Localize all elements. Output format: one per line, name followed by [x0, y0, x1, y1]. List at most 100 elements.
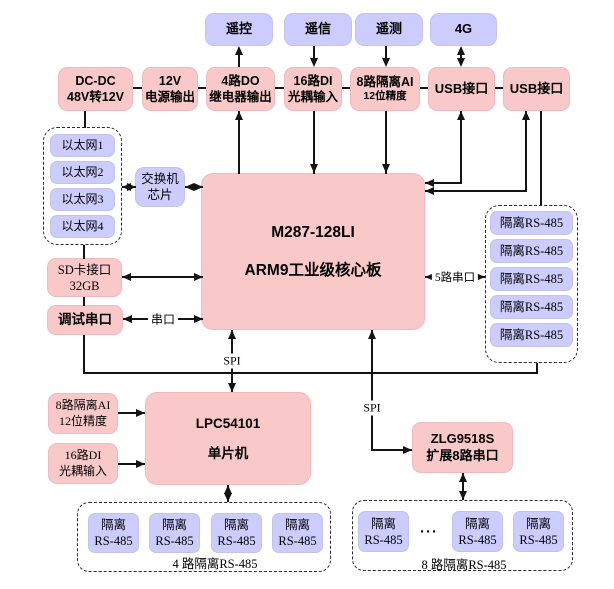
block-label: 4G: [454, 21, 473, 37]
block-label: USB接口: [434, 80, 489, 96]
block-label: 光耦输入: [58, 463, 107, 478]
connector-usb1-board-v: [460, 111, 462, 183]
arrow-up: [227, 330, 236, 339]
block-usb-port-1: USB接口: [428, 67, 495, 111]
block-label: 隔离RS-485: [499, 328, 564, 342]
block-label: 隔离RS-485: [499, 300, 564, 314]
block-label: 隔离RS-485: [499, 244, 564, 258]
connector-4g-usb: [460, 48, 462, 63]
block-label: 12位精度: [363, 90, 407, 103]
block-switch-chip: 交换机芯片: [135, 167, 185, 207]
block-label: RS-485: [155, 534, 194, 548]
block-label: 隔离: [100, 518, 126, 532]
block-label: 隔离: [525, 516, 551, 531]
block-label: 16路DI: [293, 74, 333, 88]
block-label: 以太网2: [61, 164, 104, 179]
block-label: 芯片: [147, 188, 173, 202]
connector-ai-mcu: [118, 412, 145, 414]
block-label: 隔离: [284, 518, 310, 532]
rs485-group-8-caption: 8 路隔离RS-485: [421, 558, 507, 572]
block-label: 隔离: [370, 516, 396, 531]
connector-usb1-board-h: [425, 182, 462, 184]
block-rs485-b2: 隔离 RS-485: [149, 513, 200, 553]
arrow-left: [425, 272, 434, 281]
block-usb-port-2: USB接口: [503, 67, 570, 111]
block-label: 隔离: [161, 518, 187, 532]
connector-bottom-rail: [83, 372, 538, 374]
block-rs485-r4: 隔离RS-485: [490, 295, 573, 319]
arrow-right: [136, 459, 145, 468]
block-label: 8路隔离AI: [356, 75, 414, 90]
arrow-down: [381, 164, 390, 173]
block-mcu: LPC54101 单片机: [145, 392, 311, 485]
arrow-right: [403, 445, 412, 454]
block-label: USB接口: [509, 80, 564, 96]
expander-model: ZLG9518S: [430, 430, 495, 446]
connector-di-board: [313, 111, 315, 174]
block-label: RS-485: [458, 532, 497, 547]
connector-dash: [198, 87, 206, 89]
arrow-down: [227, 383, 236, 392]
block-label: RS-485: [519, 532, 558, 547]
connector-debug-rail: [83, 335, 85, 374]
arrow-down: [309, 58, 318, 67]
arrow-right: [136, 408, 145, 417]
connector-dash: [275, 87, 284, 89]
block-label: 16路DI: [64, 448, 102, 463]
block-label: 12V: [158, 74, 182, 88]
connector-rail-rs485group: [536, 363, 538, 374]
arrow-right: [194, 272, 203, 281]
block-remote-signal: 遥信: [284, 13, 352, 46]
arrow-up: [234, 111, 243, 120]
block-label: 隔离: [223, 518, 249, 532]
arrow-up: [367, 330, 376, 339]
block-label: 电源输出: [144, 90, 195, 104]
rs485-right-group: [485, 205, 578, 363]
rs485-group-8: [352, 500, 573, 571]
connector-dcdc-ethernet: [84, 111, 86, 128]
block-ethernet-3: 以太网3: [50, 188, 115, 211]
connector-ai-board: [385, 111, 387, 174]
arrow-down: [223, 493, 232, 502]
block-rs485-r2: 隔离RS-485: [490, 239, 573, 263]
connector-sd-board: [122, 276, 203, 278]
connector-dash: [420, 87, 428, 89]
connector-di-mcu: [118, 463, 145, 465]
arrow-left: [425, 178, 434, 187]
label-serial: 串口: [147, 310, 179, 328]
block-4g: 4G: [430, 13, 497, 46]
block-debug-serial: 调试串口: [47, 305, 123, 335]
arrow-left: [185, 182, 194, 191]
arrow-right: [194, 182, 203, 191]
block-label: 遥信: [304, 21, 331, 37]
block-label: 32GB: [69, 278, 100, 293]
block-label: 以太网4: [61, 218, 104, 233]
arrow-left: [122, 182, 131, 191]
block-ethernet-4: 以太网4: [50, 215, 115, 238]
mcu-model: LPC54101: [195, 415, 261, 431]
block-label: 48V转12V: [67, 90, 124, 104]
block-main-board: M287-128LI ARM9工业级核心板: [201, 173, 425, 330]
block-label: 以太网1: [61, 137, 104, 152]
arrow-down: [381, 58, 390, 67]
arrow-up: [521, 111, 530, 120]
connector-usb2-board-v: [525, 111, 527, 191]
rs485-group-4-caption: 4 路隔离RS-485: [172, 557, 258, 571]
connector-dash: [133, 87, 142, 89]
arrow-down: [309, 164, 318, 173]
expander-desc: 扩展8路串口: [426, 447, 499, 463]
rs485-group-4: [77, 502, 331, 572]
connector-ethernet-sd: [83, 245, 85, 259]
block-label: 隔离: [464, 516, 490, 531]
block-serial-expander: ZLG9518S 扩展8路串口: [412, 422, 513, 473]
arrow-left: [123, 314, 132, 323]
